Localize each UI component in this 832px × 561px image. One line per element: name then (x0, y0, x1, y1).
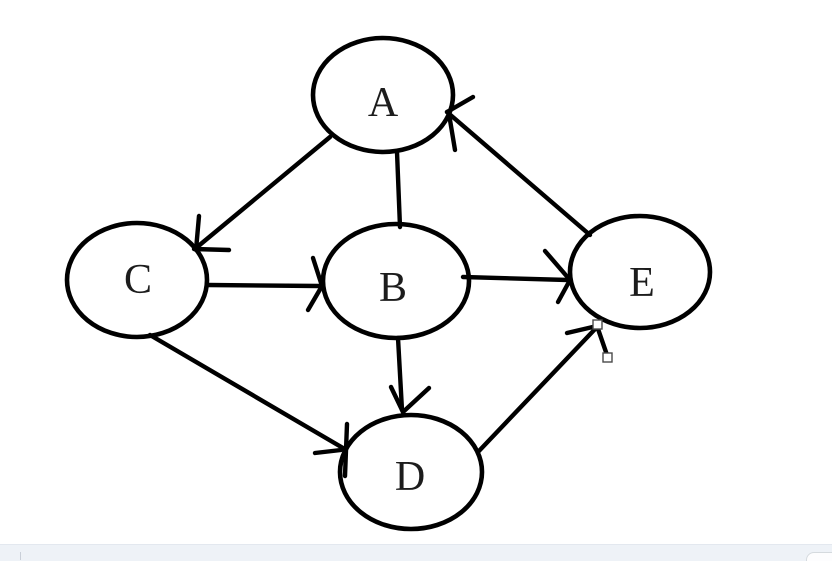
node-B-label: B (379, 265, 407, 311)
edge-A-C-arrowhead-0 (193, 213, 202, 253)
bottom-bar (0, 544, 832, 561)
edge-B-D-arrowhead-1 (400, 385, 432, 415)
edge-C-D-arrowhead-1 (342, 421, 350, 479)
node-D-ellipse (337, 412, 485, 532)
edge-E-A-line (444, 109, 593, 238)
edge-B-E-arrowhead-1 (555, 277, 573, 305)
bar-tick-mark (20, 552, 21, 560)
selection-handle-1[interactable] (602, 352, 613, 363)
edge-B-D-line (395, 335, 405, 413)
edge-D-E-arrowhead-1 (594, 323, 610, 358)
selection-handle-0[interactable] (592, 319, 603, 330)
graph-diagram: A B C D E (64, 35, 713, 532)
edge-C-D-line (147, 332, 346, 451)
node-A-label: A (368, 80, 399, 126)
edge-B-E-line (460, 274, 571, 283)
edge-E-A-arrowhead-1 (446, 111, 458, 153)
node-D-label: D (395, 454, 425, 500)
edge-B-D-arrowhead-0 (388, 384, 406, 415)
edge-C-B-arrowhead-0 (310, 255, 325, 289)
edge-A-B-line (394, 149, 403, 230)
node-A-ellipse (310, 35, 456, 155)
edge-A-C-line (193, 134, 333, 251)
edge-E-A-arrowhead-0 (444, 94, 476, 115)
node-C-ellipse (64, 220, 210, 340)
node-E-ellipse (567, 213, 713, 331)
node-C-label: C (124, 257, 152, 303)
edge-C-D-arrowhead-0 (312, 447, 344, 456)
edge-B-E-arrowhead-0 (542, 248, 573, 283)
edge-D-E-line (475, 324, 600, 455)
node-E-label: E (629, 260, 655, 306)
drawing-canvas[interactable]: A B C D E (0, 0, 832, 544)
edge-A-C-arrowhead-1 (191, 246, 232, 253)
edge-C-B-arrowhead-1 (305, 283, 325, 313)
edge-D-E-arrowhead-0 (564, 323, 600, 336)
edge-C-B-line (205, 282, 322, 289)
corner-card[interactable] (806, 552, 832, 561)
